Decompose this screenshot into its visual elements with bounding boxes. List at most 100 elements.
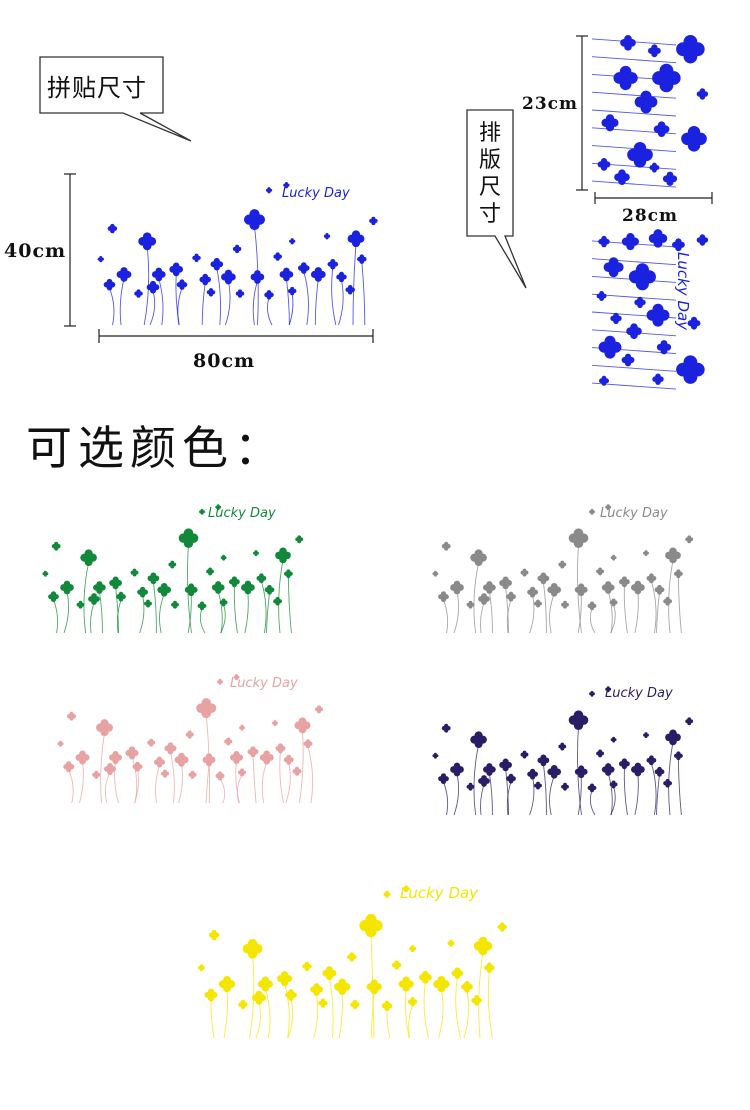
gray-variant-artwork-clover bbox=[587, 601, 597, 611]
gray-variant-artwork-stem bbox=[656, 592, 660, 634]
yellow-variant-artwork-clover bbox=[208, 929, 220, 941]
gray-variant-artwork-clover bbox=[432, 570, 439, 577]
green-variant-artwork-clover bbox=[211, 581, 225, 594]
layout-width-label: 28cm bbox=[622, 206, 678, 226]
paste-preview-artwork-clover bbox=[327, 258, 339, 270]
navy-variant-lucky-day-text: Lucky Day bbox=[605, 686, 673, 701]
navy-variant-artwork bbox=[432, 686, 694, 816]
layout-sheet-top-artwork-clover bbox=[614, 169, 630, 186]
pink-variant-artwork-clover bbox=[161, 769, 169, 778]
gray-variant-artwork-clover bbox=[506, 591, 516, 602]
yellow-variant-artwork-clover bbox=[252, 990, 266, 1005]
layout-sheet-top-artwork-clover bbox=[696, 88, 709, 100]
gray-variant-artwork-clover bbox=[665, 547, 681, 564]
gray-variant-artwork-stem bbox=[677, 576, 682, 634]
paste-preview-artwork-stem bbox=[252, 281, 258, 326]
green-variant-artwork-stem bbox=[83, 562, 90, 634]
navy-variant-artwork-clover bbox=[685, 717, 694, 726]
gray-variant-artwork-stem bbox=[668, 560, 674, 634]
green-variant-artwork-clover bbox=[157, 582, 172, 597]
layout-sheet-bottom-artwork-stem bbox=[591, 364, 677, 372]
gray-variant-artwork-stem bbox=[634, 591, 639, 634]
paste-preview-artwork-clover bbox=[116, 267, 132, 282]
paste-preview-artwork-stem bbox=[303, 271, 309, 326]
layout-sheet-top-artwork-clover bbox=[634, 90, 658, 114]
layout-sheet-bottom-artwork-stem bbox=[591, 382, 677, 390]
green-variant-artwork-stem bbox=[98, 591, 103, 634]
yellow-variant-artwork-clover bbox=[473, 936, 493, 956]
green-variant-artwork-clover bbox=[283, 569, 293, 579]
navy-variant-artwork-clover bbox=[601, 763, 615, 776]
paste-preview-artwork-clover bbox=[199, 273, 211, 286]
navy-variant-artwork-clover bbox=[561, 782, 569, 791]
yellow-variant-artwork-clover bbox=[242, 938, 263, 959]
gray-variant-artwork-stem bbox=[577, 593, 582, 634]
gray-variant-artwork-clover bbox=[520, 568, 529, 577]
paste-preview-artwork-clover bbox=[323, 233, 331, 240]
paste-preview-artwork-clover bbox=[310, 267, 326, 282]
navy-variant-artwork-clover bbox=[568, 710, 589, 730]
navy-variant-artwork-stem bbox=[589, 790, 596, 816]
green-variant-artwork-stem bbox=[199, 608, 206, 634]
navy-variant-artwork-clover bbox=[596, 749, 605, 758]
paste-preview-artwork-stem bbox=[314, 278, 319, 326]
paste-preview-artwork-clover bbox=[176, 279, 188, 290]
navy-variant-artwork-clover bbox=[432, 752, 439, 759]
paste-preview-artwork-clover bbox=[298, 262, 310, 274]
navy-variant-artwork-clover bbox=[483, 763, 496, 776]
paste-preview-artwork-stem bbox=[158, 278, 164, 326]
yellow-variant-artwork-clover bbox=[334, 978, 351, 995]
paste-preview-artwork-stem bbox=[285, 278, 290, 326]
layout-sheet-top-artwork-clover bbox=[627, 141, 653, 168]
navy-variant-artwork-clover bbox=[587, 783, 597, 793]
green-variant-artwork-clover bbox=[184, 583, 198, 597]
yellow-variant-artwork-clover bbox=[461, 980, 473, 993]
navy-variant-artwork-clover bbox=[478, 775, 490, 787]
pink-variant-artwork-clover bbox=[125, 746, 139, 760]
layout-sheet-bottom-artwork-clover bbox=[656, 340, 672, 355]
layout-sheet-bottom-artwork-clover bbox=[628, 263, 656, 291]
paste-height-label: 40cm bbox=[4, 240, 67, 262]
paste-preview-artwork-stem bbox=[331, 267, 337, 326]
pink-variant-artwork-clover bbox=[215, 771, 225, 781]
navy-variant-artwork-clover bbox=[665, 729, 681, 746]
yellow-variant-artwork-clover bbox=[407, 997, 418, 1007]
navy-variant-artwork-clover bbox=[441, 723, 451, 733]
layout-sheet-bottom-artwork-clover bbox=[646, 303, 670, 327]
green-variant-artwork-stem bbox=[116, 599, 122, 634]
paste-width-dimension-line bbox=[98, 329, 374, 343]
pink-variant-artwork-clover bbox=[275, 743, 286, 754]
pink-variant-artwork-stem bbox=[134, 769, 139, 804]
gray-variant-artwork-clover bbox=[685, 535, 694, 544]
layout-sheet-top-artwork-clover bbox=[647, 44, 661, 58]
layout-sheet-top-artwork-clover bbox=[681, 125, 707, 152]
pink-variant-artwork-clover bbox=[96, 719, 113, 737]
pink-variant-artwork-stem bbox=[285, 762, 291, 804]
green-variant-artwork-stem bbox=[152, 581, 157, 634]
layout-sheet-top-artwork-stem bbox=[591, 127, 677, 135]
gray-variant-artwork-stem bbox=[610, 604, 616, 634]
pink-variant-artwork-clover bbox=[230, 751, 243, 764]
layout-height-dimension-line bbox=[576, 35, 588, 191]
pink-variant-artwork-stem bbox=[219, 778, 226, 804]
gray-variant-artwork-clover bbox=[470, 549, 487, 567]
green-variant-artwork-clover bbox=[253, 550, 259, 557]
layout-sheet-top-artwork-clover bbox=[662, 171, 678, 186]
paste-preview-lucky-day-text: Lucky Day bbox=[282, 186, 350, 201]
gray-variant-artwork-clover bbox=[441, 541, 451, 551]
yellow-variant-artwork-clover bbox=[197, 964, 205, 972]
yellow-variant-artwork-clover bbox=[381, 1000, 393, 1012]
yellow-variant-artwork-stem bbox=[405, 988, 410, 1039]
layout-sheet-bottom-artwork-clover bbox=[696, 234, 709, 246]
navy-variant-artwork-stem bbox=[529, 777, 535, 816]
paste-size-callout-box bbox=[39, 56, 192, 142]
layout-sheet-bottom-artwork-clover bbox=[621, 233, 639, 251]
gray-variant-artwork-stem bbox=[650, 581, 657, 634]
pink-variant-artwork-stem bbox=[79, 761, 84, 804]
pink-variant-artwork-stem bbox=[68, 769, 74, 804]
navy-variant-artwork-clover bbox=[673, 751, 683, 761]
green-variant-artwork-clover bbox=[220, 554, 227, 561]
pink-variant-artwork-stem bbox=[155, 765, 160, 804]
layout-sheet-top-artwork-clover bbox=[649, 162, 660, 173]
paste-preview-artwork-stem bbox=[109, 287, 115, 326]
